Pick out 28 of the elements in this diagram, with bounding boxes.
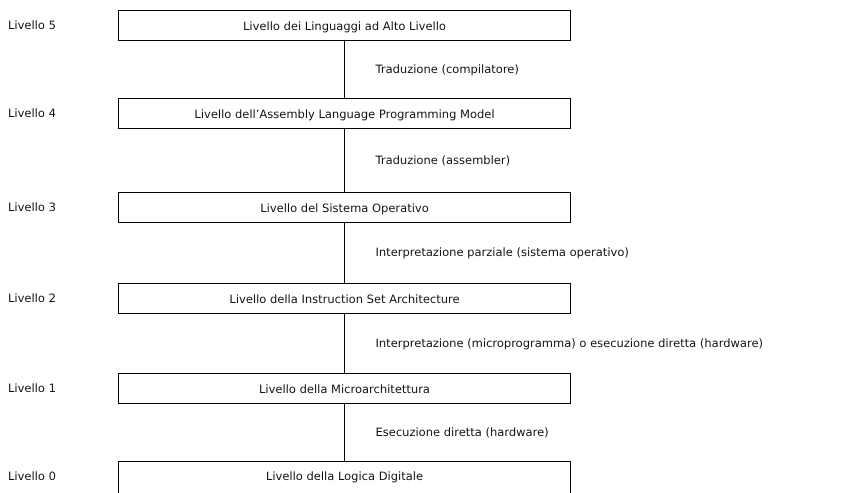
level-number: Livello 0 xyxy=(8,469,56,483)
level-number: Livello 4 xyxy=(8,106,56,120)
level-number: Livello 3 xyxy=(8,200,56,214)
level-box xyxy=(118,98,571,129)
level-box xyxy=(118,373,571,404)
level-box xyxy=(118,461,571,493)
edge-label: Traduzione (compilatore) xyxy=(374,62,520,76)
edge-label: Esecuzione diretta (hardware) xyxy=(374,424,550,438)
level-box xyxy=(118,283,571,314)
level-number: Livello 2 xyxy=(8,291,56,305)
level-box xyxy=(118,10,571,41)
level-box xyxy=(118,192,571,223)
level-name: Livello della Logica Digitale xyxy=(266,469,424,483)
connector-line xyxy=(344,128,345,192)
connector-line xyxy=(344,40,345,98)
level-number: Livello 1 xyxy=(8,381,56,395)
level-name: Livello dei Linguaggi ad Alto Livello xyxy=(243,18,446,32)
edge-label: Interpretazione (microprogramma) o esecuzione diretta (hardware) xyxy=(374,336,764,350)
connector-line xyxy=(344,404,345,462)
level-name: Livello della Instruction Set Architecture xyxy=(229,292,460,306)
connector-line xyxy=(344,222,345,284)
level-number: Livello 5 xyxy=(8,18,56,32)
level-name: Livello del Sistema Operativo xyxy=(260,200,429,214)
level-name: Livello della Microarchitettura xyxy=(259,382,430,396)
edge-label: Interpretazione parziale (sistema operativo) xyxy=(374,245,630,259)
edge-label: Traduzione (assembler) xyxy=(374,152,512,166)
connector-line xyxy=(344,314,345,374)
level-name: Livello dell’Assembly Language Programming Model xyxy=(194,106,495,120)
